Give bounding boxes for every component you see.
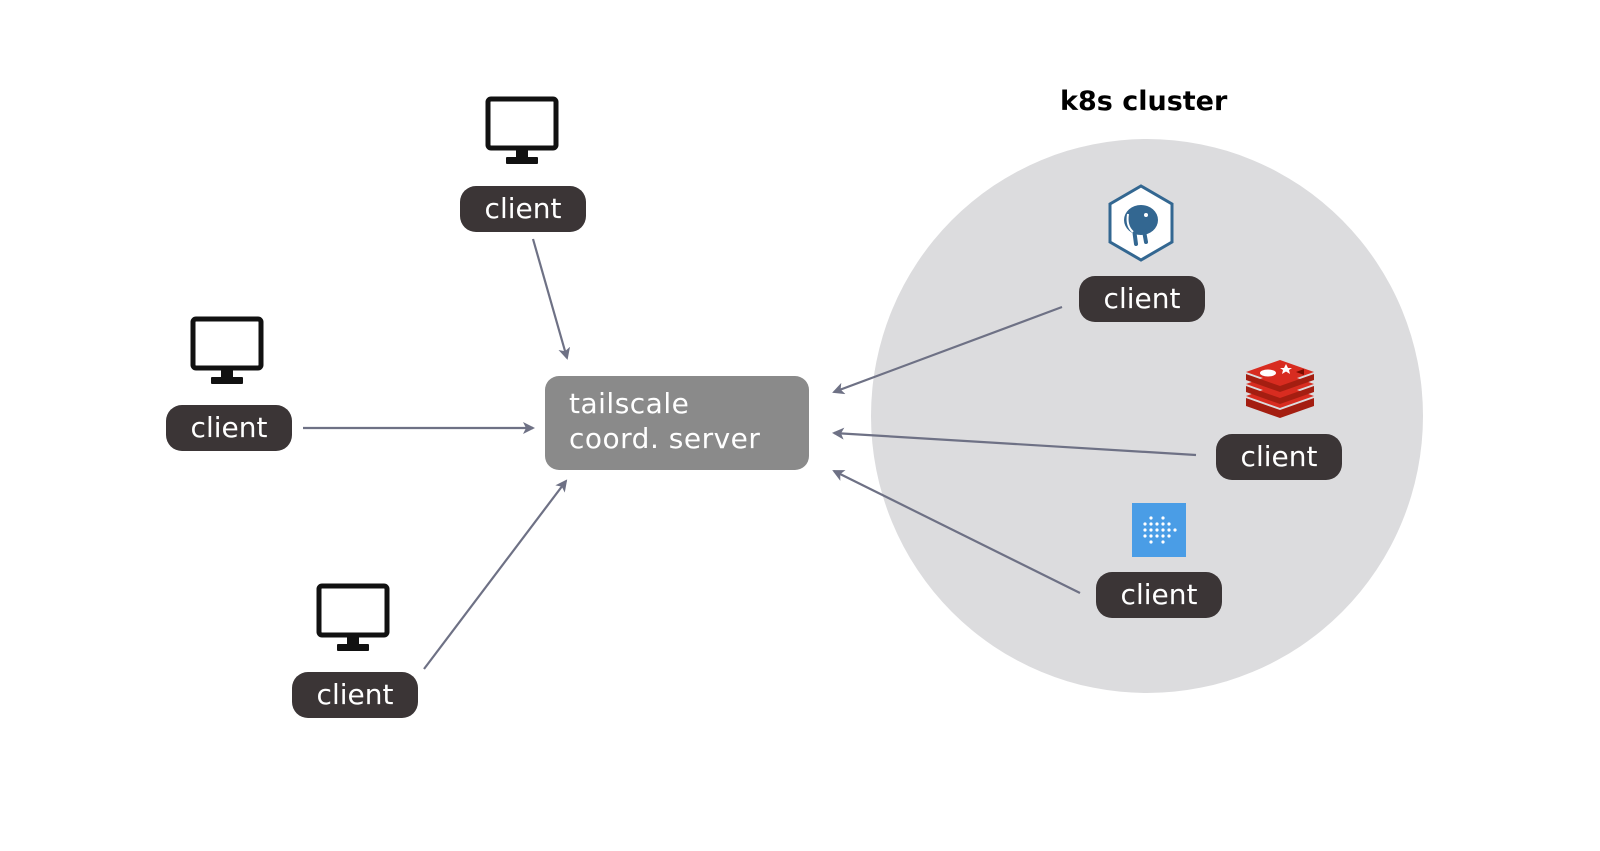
connection-arrows	[303, 238, 1197, 670]
arrow-bottom-client	[423, 479, 568, 670]
cluster-title: k8s cluster	[1060, 86, 1228, 117]
coordination-server-node: tailscale coord. server	[545, 376, 809, 470]
arrow-top-client	[531, 238, 571, 360]
desktop-monitor-icon	[190, 316, 264, 384]
arrow-postgres-client	[832, 305, 1063, 395]
metrics-dots-icon	[1132, 503, 1186, 557]
postgresql-elephant-icon	[1108, 184, 1174, 262]
redis-stack-icon	[1246, 360, 1314, 418]
client-node-metrics: client	[1096, 572, 1222, 618]
desktop-monitor-icon	[485, 96, 559, 164]
client-node-left: client	[166, 405, 292, 451]
client-node-postgres: client	[1079, 276, 1205, 322]
arrow-metrics-client	[832, 470, 1081, 594]
arrow-redis-client	[832, 427, 1197, 457]
server-label-line1: tailscale	[569, 387, 690, 420]
client-node-bottom: client	[292, 672, 418, 718]
k8s-cluster-region	[871, 139, 1423, 693]
client-node-redis: client	[1216, 434, 1342, 480]
client-node-top: client	[460, 186, 586, 232]
server-label-line2: coord. server	[569, 422, 761, 455]
desktop-monitor-icon	[316, 583, 390, 651]
